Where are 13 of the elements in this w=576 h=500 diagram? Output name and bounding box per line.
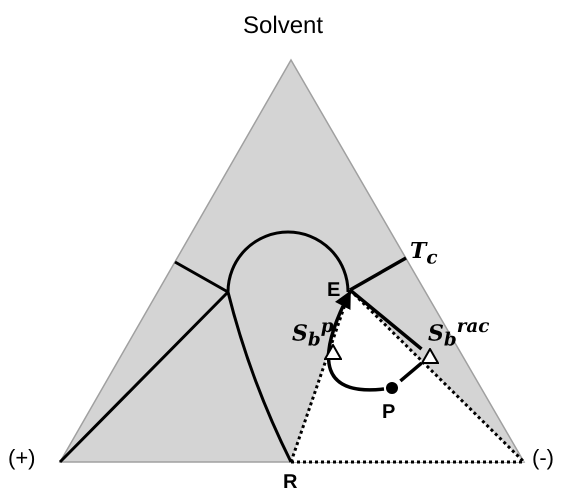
vertex-label: (-) xyxy=(532,447,554,469)
vertex-label: (+) xyxy=(8,447,36,469)
line xyxy=(399,362,423,382)
point-label: P xyxy=(382,402,396,422)
arrow xyxy=(326,290,384,392)
vertex-label: Solvent xyxy=(243,14,324,38)
dotted-line xyxy=(290,290,352,462)
line xyxy=(348,288,423,350)
point-label: T$_{c}$ xyxy=(410,240,438,268)
point-label: E xyxy=(327,280,340,300)
point-label: R xyxy=(283,472,298,492)
line xyxy=(349,256,407,292)
dotted-line xyxy=(291,460,524,464)
